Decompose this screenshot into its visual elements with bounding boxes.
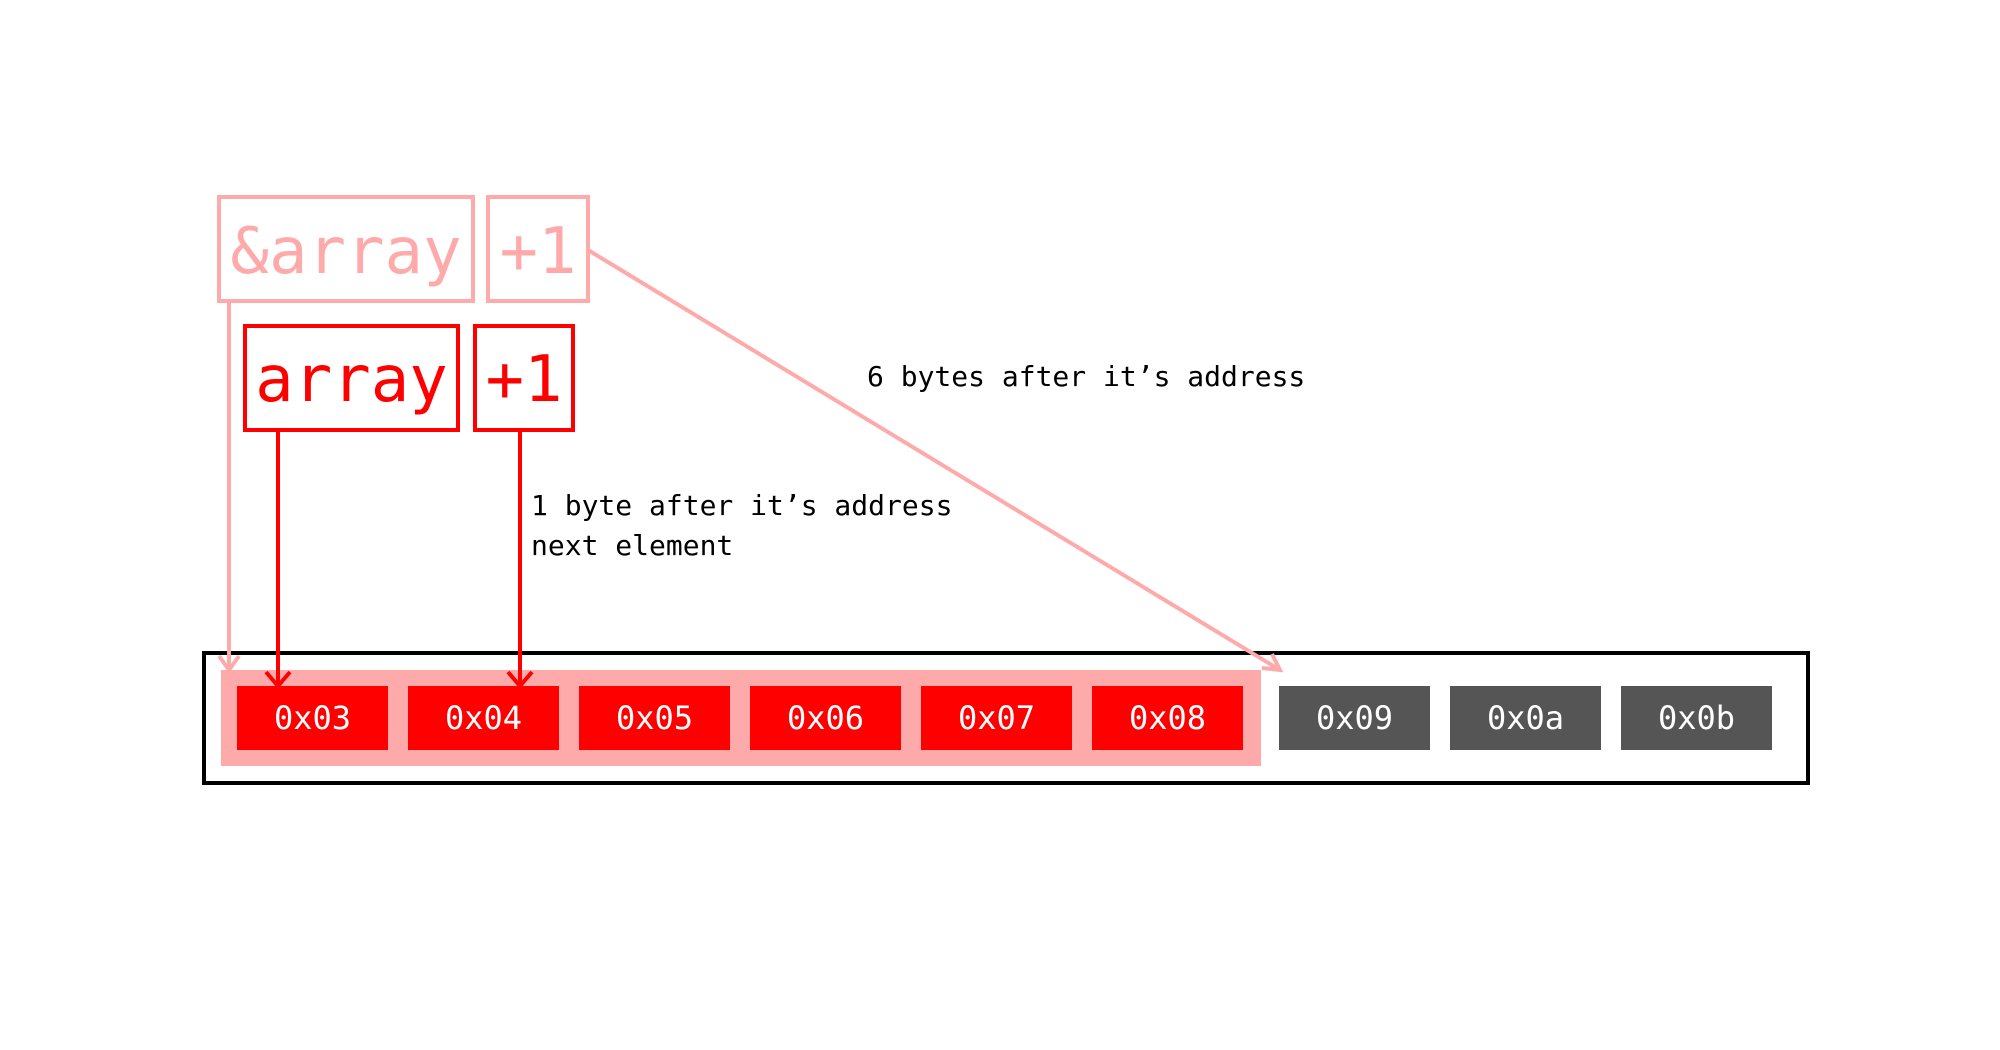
- array-offset-box: [473, 324, 575, 432]
- memory-cell-label: 0x07: [958, 699, 1035, 737]
- arrowhead-icon: [264, 670, 292, 690]
- memory-cell-label: 0x06: [787, 699, 864, 737]
- memory-cell: [579, 686, 730, 750]
- address-of-array-arrows: [217, 248, 1284, 674]
- memory-cell: [1092, 686, 1243, 750]
- memory-cell-label: 0x04: [445, 699, 522, 737]
- array-offset-label: +1: [485, 343, 562, 417]
- memory-cell-label: 0x05: [616, 699, 693, 737]
- array-box: [243, 324, 460, 432]
- memory-cell-label: 0x0a: [1487, 699, 1564, 737]
- address-of-array-offset-box: [486, 195, 590, 303]
- array-arrows: [264, 430, 534, 690]
- memory-cell-label: 0x08: [1129, 699, 1206, 737]
- memory-cell-label: 0x09: [1316, 699, 1393, 737]
- address-of-array-expression: &array +1: [217, 195, 590, 303]
- memory-cell-label: 0x03: [274, 699, 351, 737]
- memory-cell: [1621, 686, 1772, 750]
- other-cells: 0x09 0x0a 0x0b: [1279, 686, 1772, 750]
- arrowhead-icon: [506, 670, 534, 690]
- arrowhead-icon: [1261, 653, 1284, 673]
- address-of-array-box: [217, 195, 475, 303]
- memory-cell: [408, 686, 559, 750]
- memory-strip-border: [202, 651, 1810, 785]
- memory-cell-label: 0x0b: [1658, 699, 1735, 737]
- memory-cell: [1279, 686, 1430, 750]
- address-plus-one-annotation: 6 bytes after it’s address: [867, 360, 1305, 393]
- memory-cell: [237, 686, 388, 750]
- array-plus-one-annotation-line2: next element: [531, 529, 733, 562]
- array-expression: array +1: [243, 324, 575, 432]
- address-of-array-offset-label: +1: [499, 215, 576, 289]
- memory-cell: [1450, 686, 1601, 750]
- array-region-highlight: [221, 670, 1261, 766]
- memory-cell: [750, 686, 901, 750]
- address-plus-one-pointer-arrow: [586, 248, 1282, 672]
- arrowhead-icon: [217, 654, 241, 674]
- array-plus-one-annotation-line1: 1 byte after it’s address: [531, 489, 952, 522]
- memory-cell: [921, 686, 1072, 750]
- array-cells: 0x03 0x04 0x05 0x06 0x07 0x08: [237, 686, 1243, 750]
- array-label: array: [255, 343, 448, 417]
- address-of-array-label: &array: [230, 215, 461, 289]
